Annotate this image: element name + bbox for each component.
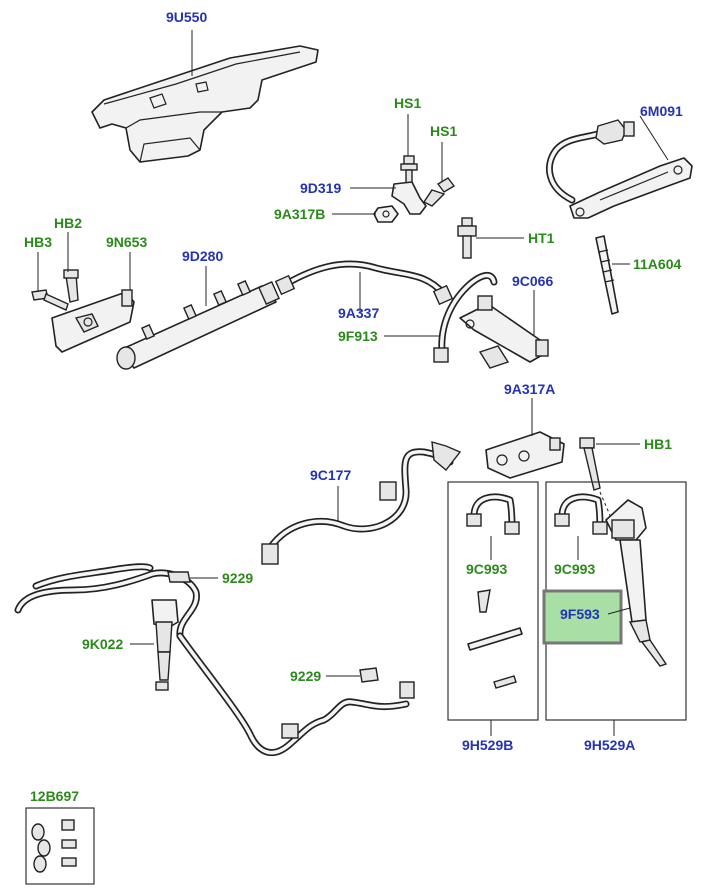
label-12B697: 12B697 xyxy=(30,788,79,804)
glow-plug-part[interactable] xyxy=(595,235,619,315)
label-HB3: HB3 xyxy=(24,234,52,250)
label-9K022: 9K022 xyxy=(82,636,123,652)
label-9U550: 9U550 xyxy=(166,9,207,25)
label-9N653: 9N653 xyxy=(106,234,147,250)
label-9C066: 9C066 xyxy=(512,273,553,289)
label-9A317A: 9A317A xyxy=(504,381,555,397)
connector-kit-part[interactable] xyxy=(25,807,95,885)
fuel-return-pipe-part[interactable] xyxy=(261,441,462,565)
fuel-rail-part[interactable] xyxy=(116,279,280,370)
injector-clamp-part[interactable] xyxy=(485,431,565,479)
label-9A337: 9A337 xyxy=(338,305,379,321)
label-9C993-b: 9C993 xyxy=(466,561,507,577)
hose-clip-part-upper[interactable] xyxy=(167,571,191,583)
highlight-box xyxy=(542,589,623,645)
kit-a-pipe-part[interactable] xyxy=(554,493,608,535)
bracket-screws-part[interactable] xyxy=(373,155,456,223)
harness-sensor-part[interactable] xyxy=(14,563,200,691)
label-11A604: 11A604 xyxy=(633,256,681,272)
label-9229-upper: 9229 xyxy=(222,570,253,586)
label-HS1-right: HS1 xyxy=(430,123,457,139)
fuel-injector-part[interactable] xyxy=(605,499,668,667)
seal-kit-box xyxy=(447,481,539,721)
sensor-bracket-part[interactable] xyxy=(545,119,693,219)
label-9229-lower: 9229 xyxy=(290,668,321,684)
kit-b-seals-part[interactable] xyxy=(467,589,523,689)
label-9F593: 9F593 xyxy=(560,606,600,622)
label-9H529A: 9H529A xyxy=(584,737,635,753)
mounting-bracket-part[interactable] xyxy=(31,269,135,353)
clamp-bolt-part[interactable] xyxy=(579,437,601,491)
label-9C993-a: 9C993 xyxy=(554,561,595,577)
high-pressure-pipe-part[interactable] xyxy=(274,260,454,306)
label-9D280: 9D280 xyxy=(182,248,223,264)
label-9H529B: 9H529B xyxy=(462,737,513,753)
label-9F913: 9F913 xyxy=(338,328,378,344)
label-9C177: 9C177 xyxy=(310,467,351,483)
label-HB2: HB2 xyxy=(54,215,82,231)
engine-cover-part[interactable] xyxy=(91,45,319,163)
label-HS1-left: HS1 xyxy=(394,95,421,111)
label-6M091: 6M091 xyxy=(640,103,683,119)
return-hose-part[interactable] xyxy=(176,632,415,757)
label-9D319: 9D319 xyxy=(300,180,341,196)
stud-part[interactable] xyxy=(457,217,477,259)
label-9A317B: 9A317B xyxy=(274,206,325,222)
pressure-regulator-part[interactable] xyxy=(459,295,549,369)
hose-clip-part-lower[interactable] xyxy=(359,667,379,683)
kit-b-pipe-part[interactable] xyxy=(466,493,520,535)
pump-pipe-part[interactable] xyxy=(433,272,498,363)
label-HT1: HT1 xyxy=(528,230,555,246)
label-HB1: HB1 xyxy=(644,436,672,452)
